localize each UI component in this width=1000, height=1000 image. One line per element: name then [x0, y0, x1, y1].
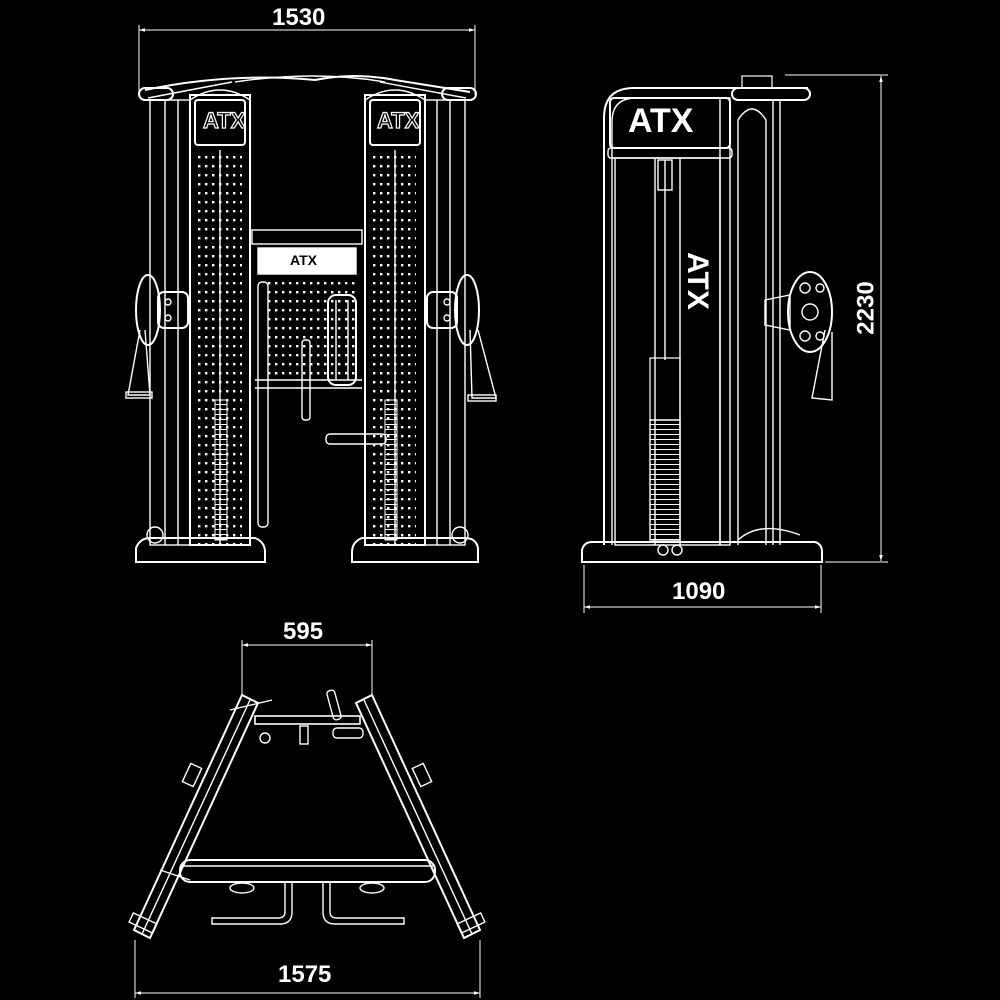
logo-front-right: ATX	[376, 108, 420, 133]
dimension-line-top-inner	[241, 640, 373, 695]
front-view	[125, 25, 497, 563]
dimension-label-top-inner: 595	[283, 618, 324, 645]
dimension-label-front-width: 1530	[272, 4, 326, 31]
dimension-line-side-depth	[583, 565, 822, 613]
logo-front-left: ATX	[202, 108, 246, 133]
side-view	[581, 74, 888, 613]
dimension-label-side-depth: 1090	[672, 578, 726, 605]
logo-side-vertical: ATX	[680, 252, 714, 310]
logo-side-top: ATX	[628, 102, 694, 140]
dimension-line-front-width	[138, 25, 476, 95]
logo-front-center: ATX	[290, 252, 317, 268]
dimension-line-side-height	[785, 74, 888, 563]
dimension-label-top-outer: 1575	[278, 961, 332, 988]
top-view	[128, 640, 486, 998]
dimension-line-top-outer	[134, 940, 481, 998]
dimension-label-side-height: 2230	[852, 281, 880, 335]
